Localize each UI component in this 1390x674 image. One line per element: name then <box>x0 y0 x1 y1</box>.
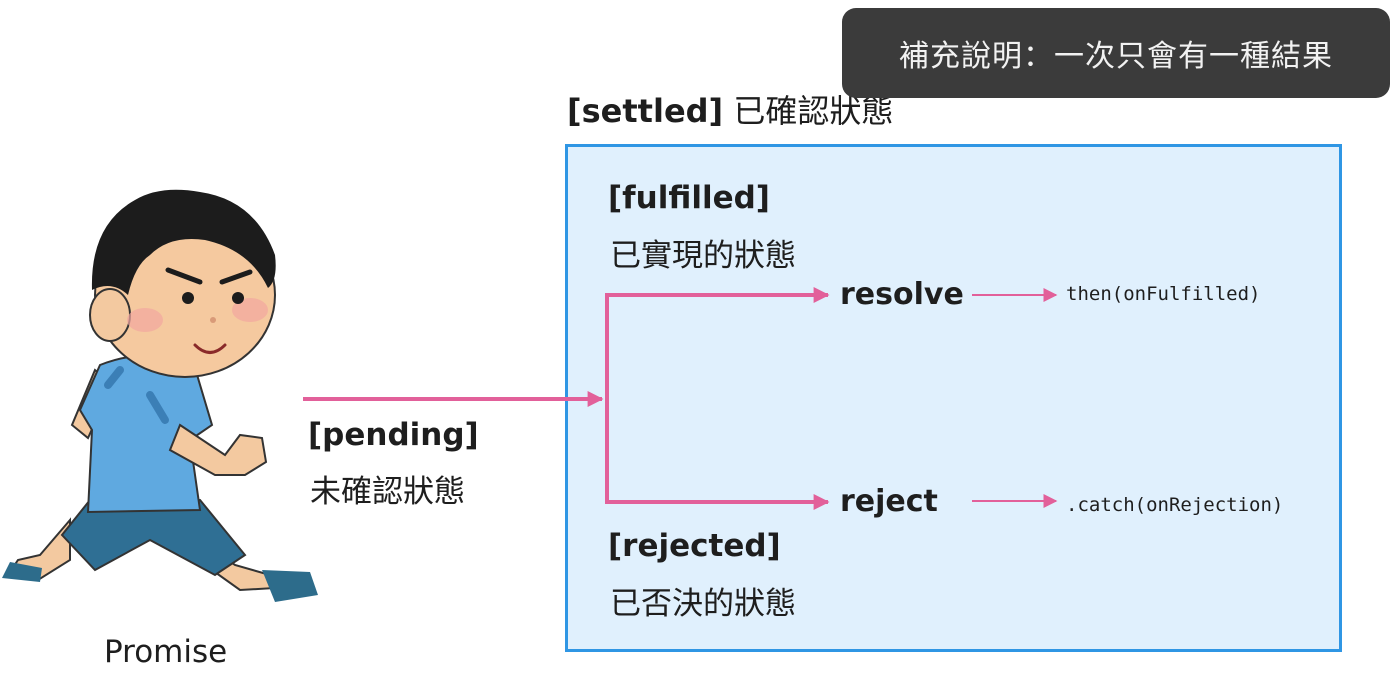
promise-caption: Promise <box>104 634 228 670</box>
running-boy-illustration <box>2 189 318 602</box>
settled-state-box <box>565 144 1342 652</box>
rejected-desc: 已否決的狀態 <box>610 586 796 622</box>
branch-line <box>605 293 828 504</box>
settled-tag: [settled] <box>567 92 724 130</box>
fulfilled-tag: [fulfilled] <box>608 180 770 216</box>
catch-call: .catch(onRejection) <box>1066 494 1284 516</box>
fulfilled-desc: 已實現的狀態 <box>610 238 796 274</box>
pending-desc: 未確認狀態 <box>310 474 465 510</box>
reject-label: reject <box>840 484 938 519</box>
resolve-label: resolve <box>840 277 964 312</box>
then-call: then(onFulfilled) <box>1066 283 1261 305</box>
settled-desc: 已確認狀態 <box>733 92 894 130</box>
supplementary-note-tooltip: 補充說明：一次只會有一種結果 <box>842 8 1390 98</box>
settled-label: [settled] 已確認狀態 <box>567 86 893 132</box>
pending-tag: [pending] <box>308 417 479 453</box>
rejected-tag: [rejected] <box>608 528 781 564</box>
